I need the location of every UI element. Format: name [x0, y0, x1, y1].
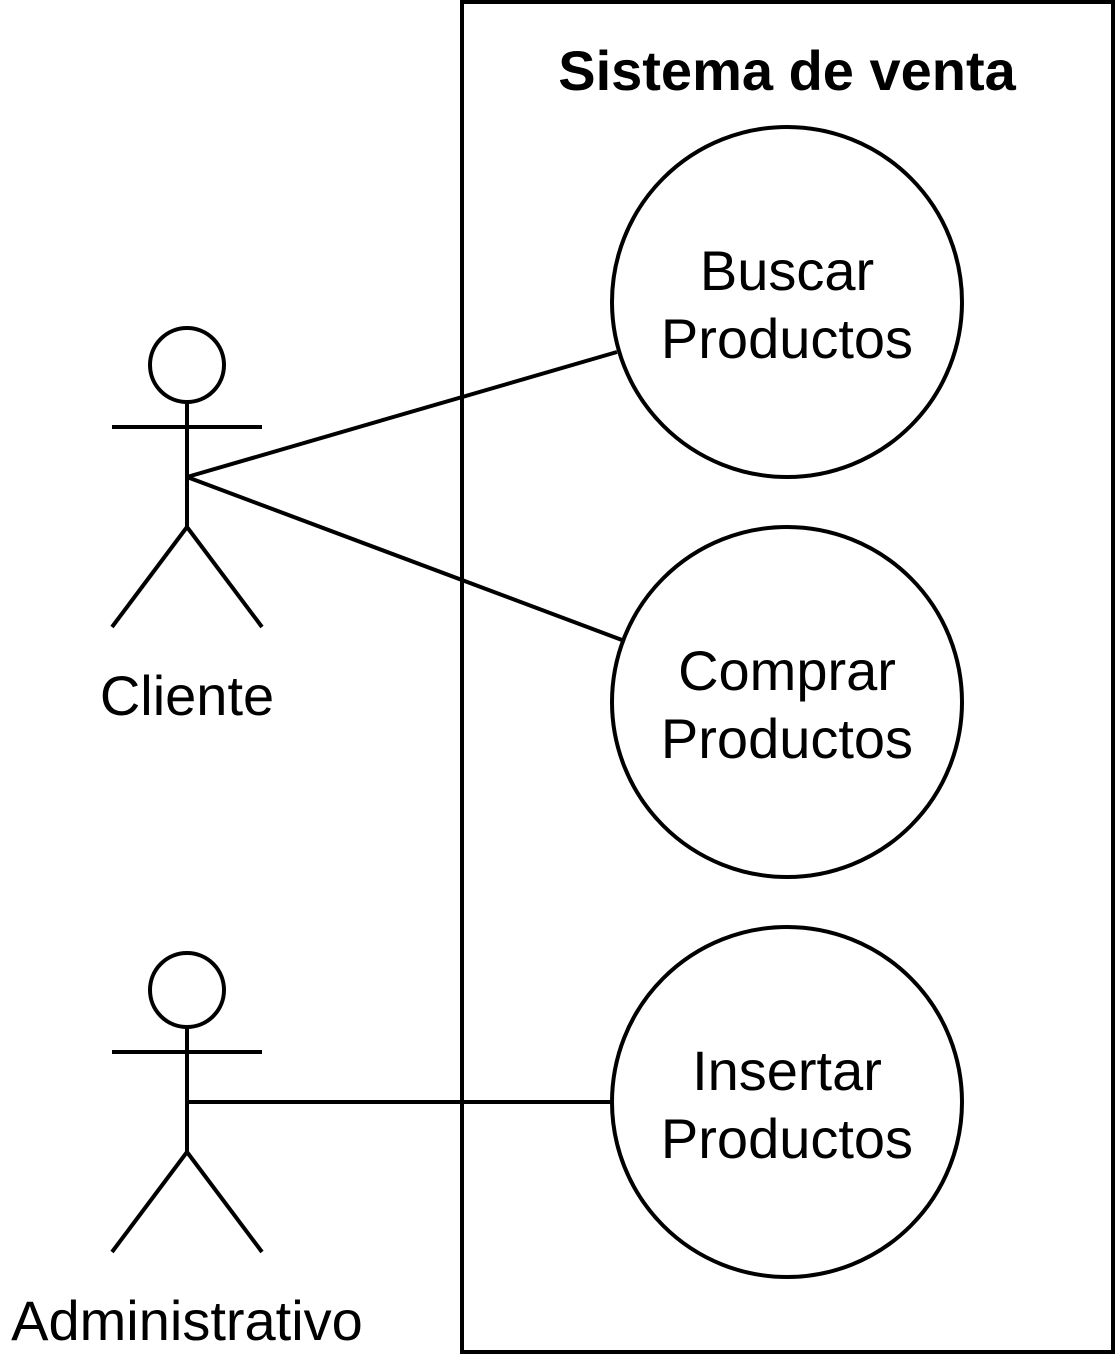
- actor-administrativo-label: Administrativo: [11, 1289, 363, 1352]
- use-case-comprar-productos: Comprar Productos: [610, 525, 964, 879]
- system-boundary-box: [460, 0, 1115, 1354]
- association-cliente-comprar: [186, 475, 623, 642]
- associations: [186, 350, 623, 1104]
- use-case-insertar-ellipse: [610, 925, 964, 1279]
- use-case-buscar-productos: Buscar Productos: [610, 125, 964, 479]
- actor-administrativo-head: [148, 951, 226, 1029]
- actor-cliente: Cliente: [100, 326, 274, 727]
- actor-cliente-left-leg: [110, 525, 189, 629]
- association-cliente-buscar: [186, 350, 618, 479]
- use-case-comprar-line2: Productos: [661, 707, 913, 770]
- use-case-insertar-line2: Productos: [661, 1107, 913, 1170]
- use-case-comprar-line1: Comprar: [678, 639, 896, 702]
- use-case-buscar-line2: Productos: [661, 307, 913, 370]
- system-boundary: Sistema de venta: [460, 0, 1115, 1354]
- use-case-buscar-ellipse: [610, 125, 964, 479]
- actor-administrativo: Administrativo: [11, 951, 363, 1352]
- actor-administrativo-left-leg: [110, 1150, 189, 1254]
- use-case-comprar-ellipse: [610, 525, 964, 879]
- actor-cliente-label: Cliente: [100, 664, 274, 727]
- system-title: Sistema de venta: [558, 39, 1016, 102]
- use-case-buscar-line1: Buscar: [700, 239, 874, 302]
- actor-administrativo-right-leg: [185, 1150, 264, 1254]
- use-case-insertar-productos: Insertar Productos: [610, 925, 964, 1279]
- actor-cliente-right-leg: [185, 525, 264, 629]
- use-case-insertar-line1: Insertar: [692, 1039, 882, 1102]
- actor-cliente-head: [148, 326, 226, 404]
